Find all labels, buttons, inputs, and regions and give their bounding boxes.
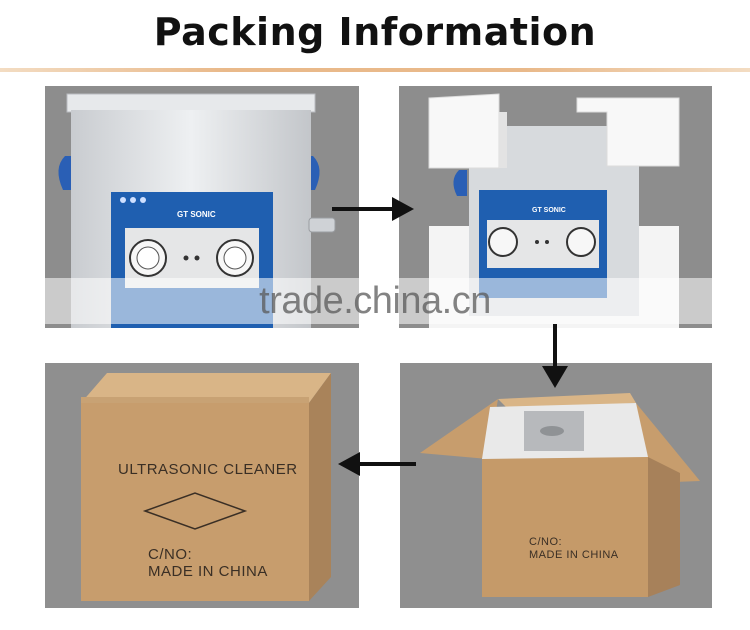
open-box-cno-label: C/NO: (529, 536, 563, 548)
sealed-box-illustration (45, 363, 359, 608)
left-handle (58, 156, 75, 190)
arrow-left-icon (338, 452, 416, 476)
box-product-label: ULTRASONIC CLEANER (118, 461, 298, 478)
box-origin-label: MADE IN CHINA (148, 563, 268, 580)
open-box-illustration (400, 363, 712, 608)
title-divider (0, 68, 750, 72)
watermark-band (0, 278, 750, 324)
arrow-down-icon (542, 324, 568, 388)
box-cno-label: C/NO: (148, 546, 193, 563)
step-3-open-box-image: C/NO: MADE IN CHINA (400, 363, 712, 608)
step-1-cleaner-image: GT SONIC (45, 86, 359, 328)
arrow-right-icon (332, 197, 414, 221)
open-box-origin-label: MADE IN CHINA (529, 549, 619, 561)
device-brand-label: GT SONIC (177, 210, 216, 219)
step-4-sealed-box-image: ULTRASONIC CLEANER C/NO: MADE IN CHINA (45, 363, 359, 608)
device-brand-label-2: GT SONIC (532, 207, 566, 214)
watermark-text: trade.china.cn (259, 280, 491, 322)
page-title: Packing Information (153, 10, 597, 54)
foam-packing-illustration (399, 86, 712, 328)
